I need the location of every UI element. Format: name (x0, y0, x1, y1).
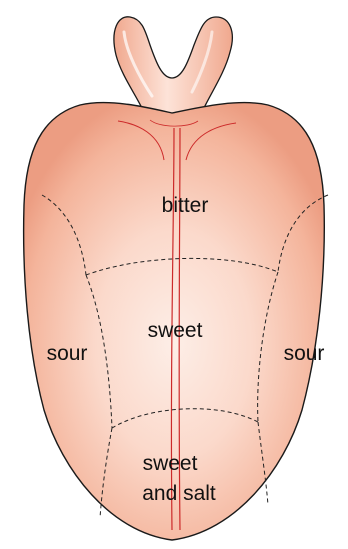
label-sweet-center: sweet (148, 319, 203, 342)
label-salt-tip: and salt (142, 482, 216, 505)
label-sweet-tip: sweet (143, 452, 198, 475)
label-sour-right: sour (284, 342, 325, 365)
label-sour-left: sour (47, 342, 88, 365)
label-bitter: bitter (162, 194, 209, 217)
